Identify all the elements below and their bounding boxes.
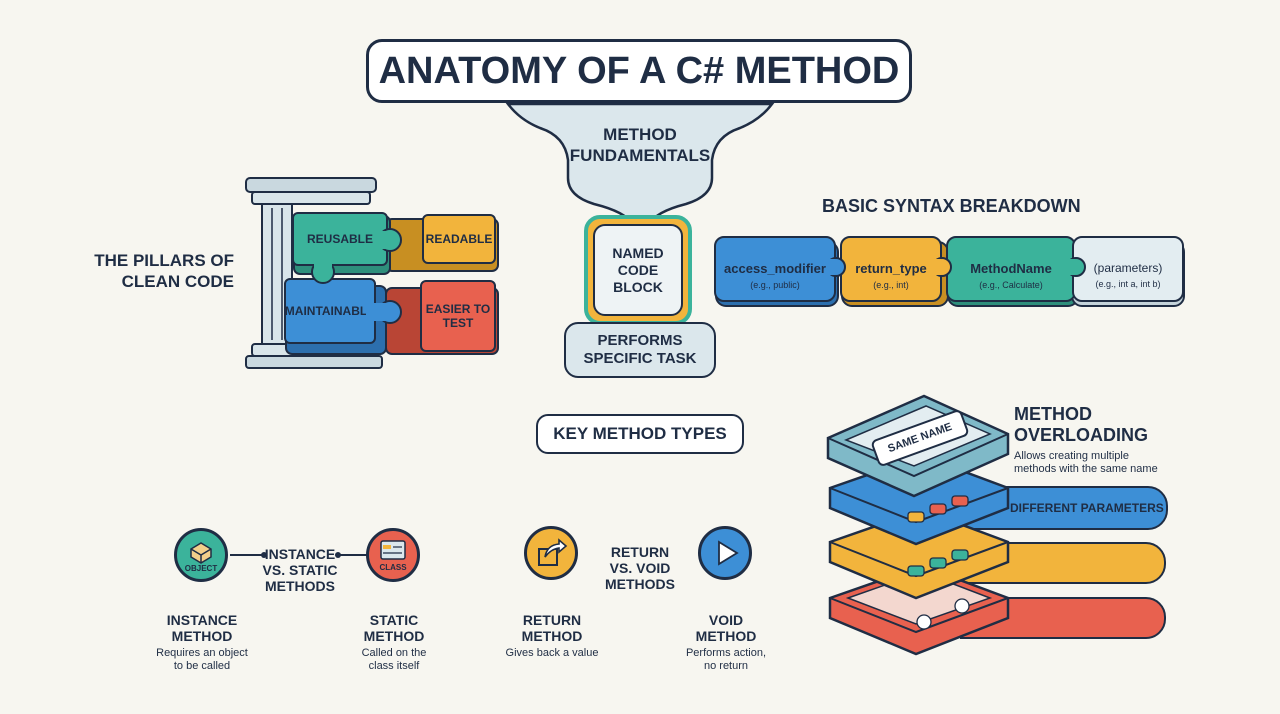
syntax-knob-2 bbox=[932, 257, 952, 277]
void-method-desc: Performs action, no return bbox=[685, 647, 767, 672]
return-method-label: RETURN METHOD bbox=[521, 612, 583, 644]
pillars-title: THE PILLARS OF CLEAN CODE bbox=[94, 251, 234, 291]
syntax-title: BASIC SYNTAX BREAKDOWN bbox=[822, 196, 1081, 216]
instance-method-desc: Requires an object to be called bbox=[156, 647, 248, 672]
method-fundamentals-label: METHOD FUNDAMENTALS bbox=[569, 125, 711, 165]
syntax-knob-3 bbox=[1066, 257, 1086, 277]
return-arrow-icon bbox=[524, 526, 578, 580]
syntax-method-name: MethodName (e.g., Calculate) bbox=[946, 236, 1076, 302]
page-title: ANATOMY OF A C# METHOD bbox=[366, 39, 912, 103]
return-method-desc: Gives back a value bbox=[505, 647, 599, 659]
overloading-desc: Allows creating multiple methods with th… bbox=[1014, 450, 1158, 475]
class-icon: CLASS bbox=[366, 528, 420, 582]
static-method-label: STATIC METHOD bbox=[363, 612, 425, 644]
named-code-block: NAMED CODE BLOCK bbox=[593, 224, 683, 316]
static-method-desc: Called on the class itself bbox=[361, 647, 427, 672]
overloading-title: METHOD OVERLOADING bbox=[1014, 404, 1149, 445]
syntax-return-type: return_type (e.g., int) bbox=[840, 236, 942, 302]
syntax-access-modifier: access_modifier (e.g., public) bbox=[714, 236, 836, 302]
maintainable-piece: MAINTAINABLE bbox=[284, 278, 376, 344]
puzzle-knob-teal bbox=[376, 228, 402, 252]
instance-vs-static-label: INSTANCE VS. STATIC METHODS bbox=[262, 546, 338, 594]
syntax-knob-1 bbox=[826, 257, 846, 277]
key-method-types-title: KEY METHOD TYPES bbox=[536, 414, 744, 454]
puzzle-knob-blue bbox=[366, 300, 402, 324]
reusable-piece: REUSABLE bbox=[292, 212, 388, 266]
performs-specific-task-box: PERFORMS SPECIFIC TASK bbox=[564, 322, 716, 378]
puzzle-knob-teal-down bbox=[311, 256, 335, 284]
void-play-icon bbox=[698, 526, 752, 580]
syntax-parameters: (parameters) (e.g., int a, int b) bbox=[1072, 236, 1184, 302]
readable-piece: READABLE bbox=[422, 214, 496, 264]
void-method-label: VOID METHOD bbox=[695, 612, 757, 644]
return-vs-void-label: RETURN VS. VOID METHODS bbox=[605, 544, 675, 592]
object-icon: OBJECT bbox=[174, 528, 228, 582]
instance-static-connector bbox=[230, 552, 368, 558]
instance-method-label: INSTANCE METHOD bbox=[166, 612, 238, 644]
